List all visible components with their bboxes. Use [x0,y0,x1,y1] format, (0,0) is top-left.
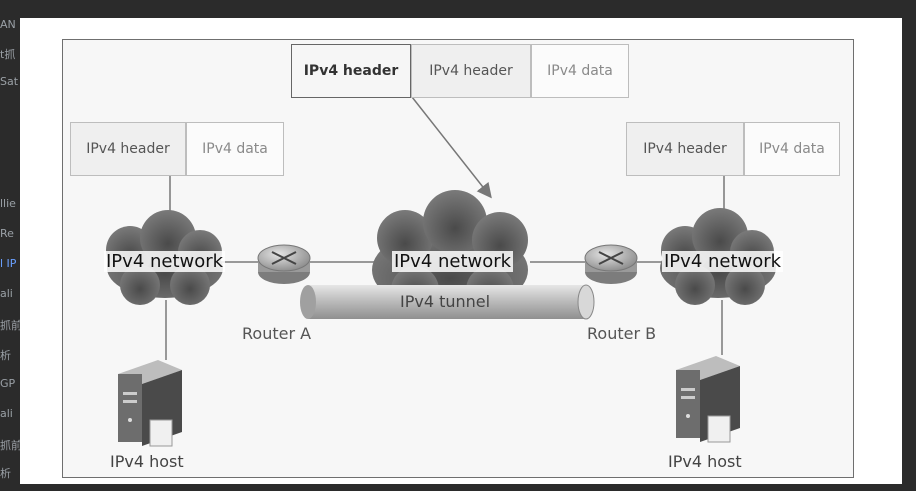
bg-line: l IP [0,257,17,270]
tunnel-pipe [300,284,595,320]
server-icon [118,360,182,447]
network-links [165,261,723,360]
network-label: IPv4 network [104,251,226,272]
outer-header-cell: IPv4 header [291,44,411,98]
top-packet: IPv4 header IPv4 header IPv4 data [291,44,629,98]
tunnel-label: IPv4 tunnel [400,292,491,311]
bg-line: ali [0,407,13,420]
cloud-icon [106,210,223,305]
network-label: IPv4 network [392,251,514,272]
host-label: IPv4 host [668,452,742,471]
bg-line: 抓前 [0,319,22,332]
right-packet: IPv4 header IPv4 data [626,122,840,176]
router-icon [584,244,638,284]
bg-line: 析 [0,467,11,480]
server-icon [676,356,740,443]
router-icon [257,244,311,284]
packet-header-cell: IPv4 header [626,122,744,176]
bg-line: 抓前 [0,439,22,452]
bg-line: Sat [0,75,19,88]
left-packet: IPv4 header IPv4 data [70,122,284,176]
bg-line: llie [0,197,16,210]
packet-data-cell: IPv4 data [744,122,840,176]
packet-header-cell: IPv4 header [70,122,186,176]
bg-line: AN [0,18,16,31]
bg-line: Re [0,227,14,240]
router-b-label: Router B [587,324,657,343]
packet-data-cell: IPv4 data [186,122,284,176]
network-label: IPv4 network [662,251,784,272]
host-label: IPv4 host [110,452,184,471]
bg-line: 析 [0,349,11,362]
bg-line: t抓 [0,48,16,61]
inner-header-cell: IPv4 header [411,44,531,98]
bg-line: GP [0,377,16,390]
bg-line: ali [0,287,13,300]
packet-data-cell: IPv4 data [531,44,629,98]
router-a-label: Router A [242,324,312,343]
